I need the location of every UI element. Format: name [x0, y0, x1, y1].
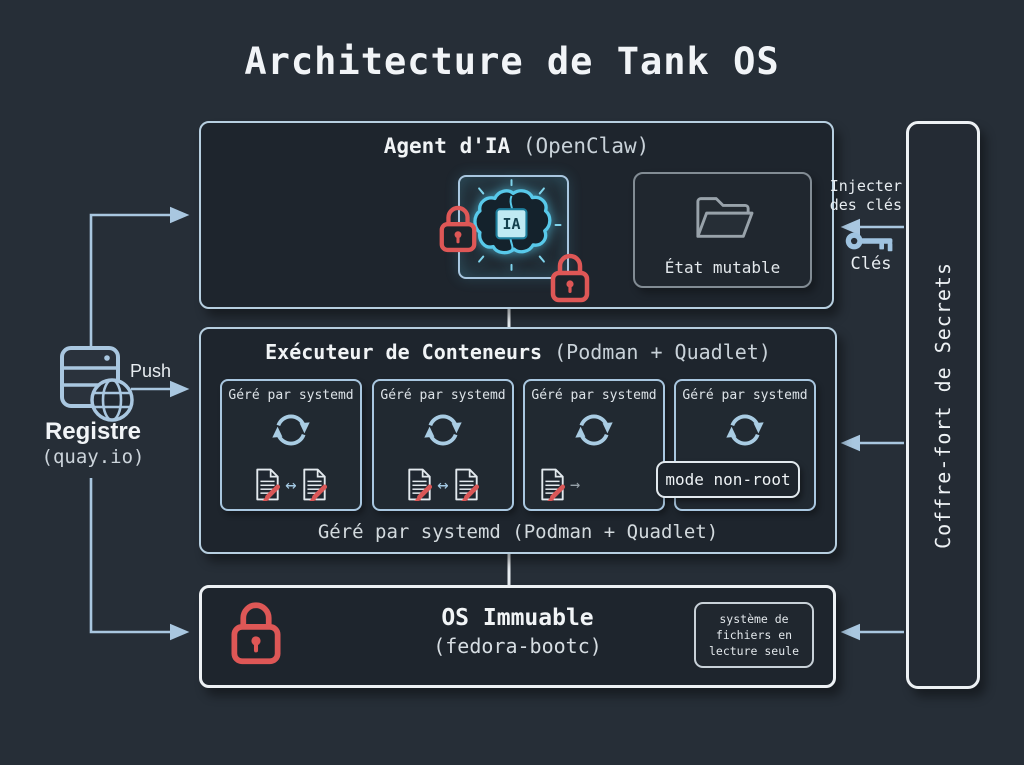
page-title: Architecture de Tank OS [244, 40, 780, 83]
mutable-state-box: État mutable [633, 172, 812, 288]
globe-icon [90, 378, 134, 422]
os-box-title: OS Immuable (fedora-bootc) [202, 604, 833, 660]
os-box: OS Immuable (fedora-bootc) système de fi… [199, 585, 836, 688]
executor-box: Exécuteur de Conteneurs (Podman + Quadle… [199, 327, 837, 554]
registry-name: Registre [44, 418, 142, 445]
document-edit-icon [408, 468, 433, 501]
executor-caption: Géré par systemd (Podman + Quadlet) [317, 521, 719, 543]
push-label: Push [130, 361, 172, 381]
brain-icon: IA [461, 179, 562, 271]
arrow-registry-to-os [89, 478, 190, 641]
card-label: Géré par systemd [682, 388, 808, 403]
document-edit-icon [541, 468, 566, 501]
readonly-fs-note: système de fichiers en lecture seule [694, 602, 814, 668]
card-label: Géré par systemd [531, 388, 657, 403]
agent-subtitle-text: (OpenClaw) [522, 134, 650, 158]
card-label: Géré par systemd [228, 388, 354, 403]
agent-title-text: Agent d'IA [383, 134, 511, 158]
sync-refresh-icon [272, 414, 310, 446]
container-card-3: Géré par systemd → [523, 379, 665, 511]
inject-keys-line1: Injecter [829, 177, 902, 195]
ai-chip [495, 208, 528, 240]
executor-title-text: Exécuteur de Conteneurs [265, 340, 543, 364]
arrow-registry-to-agent [89, 206, 190, 352]
brain-ticks [461, 179, 562, 271]
readonly-fs-line3: lecture seule [708, 644, 799, 658]
document-edit-icon [303, 468, 327, 501]
sync-refresh-icon [424, 414, 462, 446]
secrets-vault-label: Coffre-fort de Secrets [931, 261, 955, 549]
mutable-state-label: État mutable [664, 258, 781, 277]
document-edit-icon [256, 468, 281, 501]
key-icon [845, 232, 893, 252]
executor-subtitle-text: (Podman + Quadlet) [554, 340, 771, 364]
folder-icon [696, 197, 754, 238]
os-title-text: OS Immuable [441, 605, 594, 631]
non-root-callout: mode non-root [656, 461, 800, 498]
lock-icon [550, 253, 590, 303]
container-card-2: Géré par systemd ↔ [372, 379, 514, 511]
sync-refresh-icon [726, 414, 764, 446]
card-label: Géré par systemd [380, 388, 506, 403]
sync-arrow-icon: ↔ [437, 473, 449, 496]
ai-chip-label: IA [503, 215, 521, 233]
os-subtitle-text: (fedora-bootc) [433, 634, 602, 658]
secrets-vault-panel: Coffre-fort de Secrets [906, 121, 980, 689]
readonly-fs-line2: fichiers en [715, 628, 793, 642]
lock-icon [231, 602, 281, 665]
keys-label: Clés [850, 254, 892, 274]
executor-box-title: Exécuteur de Conteneurs (Podman + Quadle… [201, 340, 835, 364]
inject-keys-label: Injecter des clés [826, 177, 902, 215]
sync-refresh-icon [575, 414, 613, 446]
inject-keys-line2: des clés [829, 196, 902, 214]
agent-box-title: Agent d'IA (OpenClaw) [201, 134, 832, 158]
readonly-fs-line1: système de [719, 612, 789, 626]
registry-server-icon [60, 346, 134, 422]
sync-arrow-icon: ↔ [285, 473, 297, 496]
document-edit-icon [455, 468, 479, 501]
flow-arrow-icon: → [570, 474, 581, 495]
ai-brain-frame: IA [458, 175, 569, 279]
agent-box: Agent d'IA (OpenClaw) [199, 121, 834, 309]
lock-icon [439, 205, 477, 253]
registry-subtitle: (quay.io) [41, 446, 145, 468]
container-card-1: Géré par systemd ↔ [220, 379, 362, 511]
